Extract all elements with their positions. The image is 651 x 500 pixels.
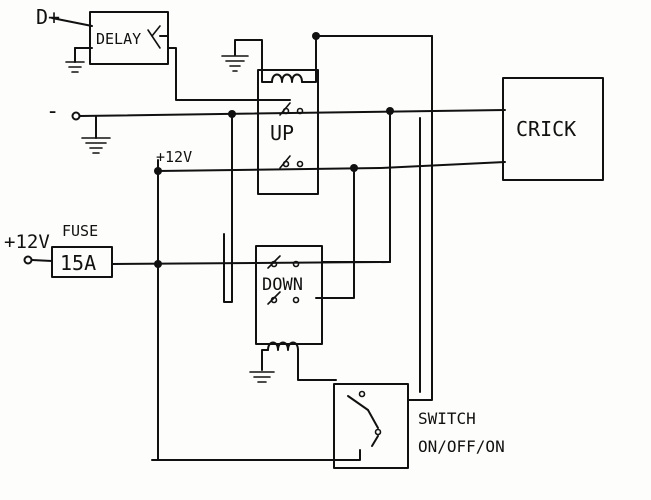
minus-to-down-contact-rail [321, 110, 391, 263]
switch-lever-icon [347, 390, 382, 447]
fuse-box [51, 246, 113, 278]
up-coil-ground-wire [234, 39, 273, 83]
minus-label: - [46, 99, 59, 124]
switch-label-line2: ON/OFF/ON [418, 437, 505, 456]
crick-box [502, 77, 604, 181]
up-relay: UP [221, 32, 433, 195]
up-to-crick-wire [379, 161, 506, 169]
down-contact-icon [267, 255, 300, 305]
down-label: DOWN [262, 275, 303, 295]
switch-label-line1: SWITCH [418, 409, 476, 428]
down-relay-box [255, 245, 323, 345]
inner-12v-wire [157, 167, 381, 172]
switch-box [333, 383, 409, 469]
minus-rail: - [46, 99, 506, 154]
delay-relay-box [89, 11, 169, 65]
junction-dot [312, 32, 320, 40]
switch-to-left-rail-wire [157, 449, 361, 461]
junction-dot [154, 260, 162, 268]
minus-terminal [71, 111, 81, 121]
plus12-in-label: +12V [4, 231, 50, 253]
down-relay: DOWN [249, 245, 337, 383]
fuse-output-wire [111, 261, 391, 265]
plus12-lead [31, 259, 53, 262]
up-label: UP [270, 121, 294, 145]
down-coil-to-switch-wire [297, 349, 337, 381]
switch-on-off-on: SWITCH ON/OFF/ON [157, 383, 505, 469]
plus12-terminal [23, 255, 33, 265]
ground-icon [81, 137, 111, 154]
crick-label: CRICK [516, 117, 576, 141]
up-to-down-rail [315, 167, 355, 299]
fuse-value-label: 15A [60, 251, 96, 275]
delay-to-up-coil-wire [167, 47, 291, 101]
fuse-title-label: FUSE [62, 222, 98, 240]
up-coil-feed-wire [301, 35, 433, 83]
up-relay-box [257, 69, 319, 195]
delay-contact-icon [147, 29, 161, 49]
inner-12v-rail: +12V [154, 148, 506, 175]
dplus-label: D+ [36, 5, 60, 29]
minus-to-down-rail [223, 113, 233, 303]
right-feed-rail [407, 35, 433, 401]
fuse-input: +12V FUSE 15A [4, 222, 391, 278]
left-main-rail [151, 159, 159, 461]
down-coil-icon [267, 341, 299, 351]
ground-icon [249, 371, 275, 383]
plus12-inner-label: +12V [156, 148, 192, 166]
up-coil-icon [271, 73, 303, 83]
delay-contact-mark [151, 25, 161, 37]
delay-label: DELAY [96, 30, 141, 48]
down-coil-ground-wire [261, 349, 269, 371]
crick-motor: CRICK [502, 77, 604, 181]
dplus-wire [51, 17, 93, 27]
ground-icon [65, 61, 85, 73]
ground-icon [221, 55, 249, 72]
delay-relay: DELAY D+ [36, 5, 291, 101]
minus-wire [79, 109, 506, 117]
